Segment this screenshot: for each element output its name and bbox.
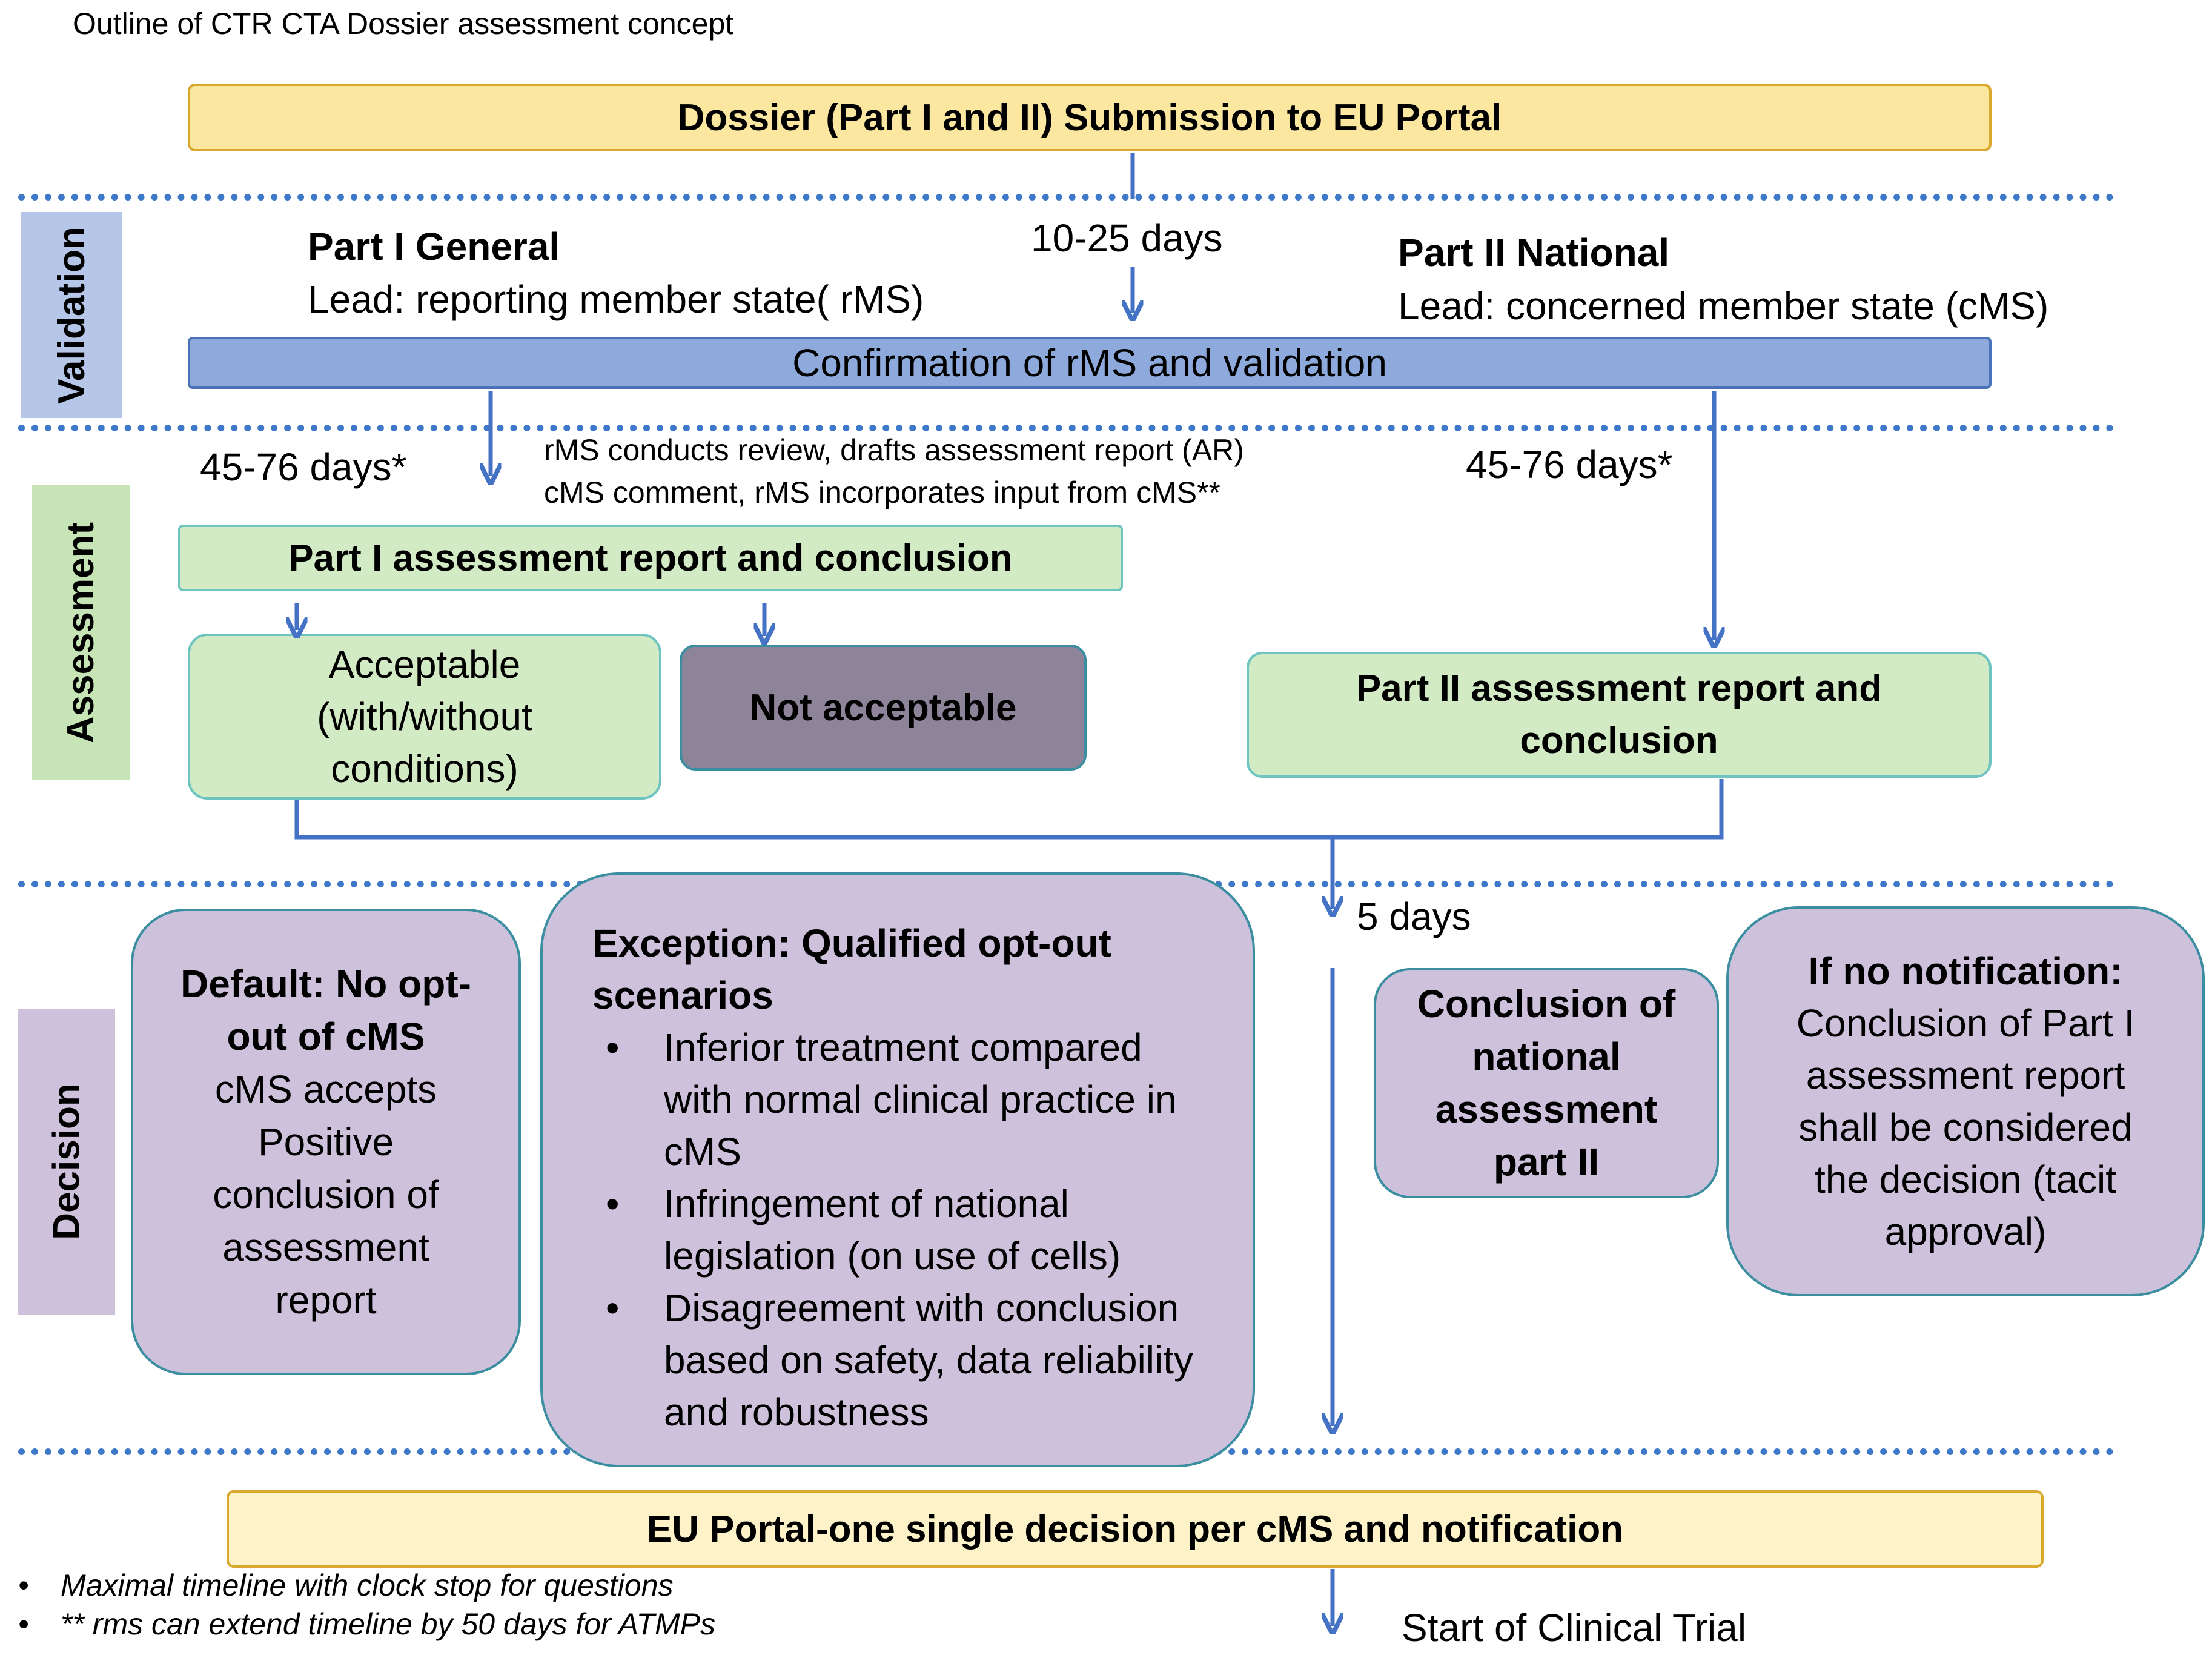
separator-validation-assessment [18, 425, 2114, 431]
footnote-text: Maximal timeline with clock stop for que… [61, 1568, 674, 1602]
part2-heading: Part II National [1398, 231, 1670, 274]
phase-band-decision: Decision [18, 1009, 115, 1315]
acceptable-box: Acceptable (with/without conditions) [188, 634, 661, 800]
part1-report-box: Part I assessment report and conclusion [178, 525, 1123, 591]
no-notification-heading: If no notification: [1808, 949, 2123, 993]
part2-report-label: Part II assessment report and conclusion [1356, 668, 1883, 761]
national-conclusion-box: Conclusion of national assessment part I… [1374, 968, 1719, 1198]
diagram-title: Outline of CTR CTA Dossier assessment co… [73, 7, 734, 41]
confirmation-label: Confirmation of rMS and validation [792, 341, 1387, 385]
not-acceptable-label: Not acceptable [749, 686, 1017, 729]
connector-merge [294, 779, 1724, 840]
part1-heading: Part I General [308, 225, 560, 268]
footnote-1: • Maximal timeline with clock stop for qu… [18, 1568, 674, 1603]
part2-report-box: Part II assessment report and conclusion [1247, 652, 1992, 778]
exception-box: Exception: Qualified opt-out scenarios I… [540, 872, 1255, 1467]
left-assessment-timeline: 45-76 days* [200, 445, 407, 489]
no-notification-box: If no notification: Conclusion of Part I… [1726, 906, 2205, 1296]
footnote-bullet-icon: • [18, 1607, 29, 1641]
national-conclusion-label: Conclusion of national assessment part I… [1417, 982, 1676, 1184]
part1-lead: Lead: reporting member state( rMS) [308, 277, 924, 321]
decision-timeline: 5 days [1357, 895, 1471, 938]
phase-band-validation: Validation [21, 212, 122, 418]
right-assessment-timeline: 45-76 days* [1466, 443, 1673, 486]
default-body: cMS accepts Positive conclusion of asses… [213, 1067, 439, 1322]
exception-item: Infringement of national legislation (on… [592, 1178, 1216, 1282]
part2-lead: Lead: concerned member state (cMS) [1398, 284, 2049, 328]
default-box: Default: No opt-out of cMS cMS accepts P… [131, 909, 521, 1375]
exception-heading: Exception: Qualified opt-out scenarios [592, 921, 1111, 1017]
review-line-2: cMS comment, rMS incorporates input from… [544, 476, 1220, 509]
final-decision-label: EU Portal-one single decision per cMS an… [646, 1508, 1624, 1550]
validation-timeline: 10-25 days [1031, 216, 1223, 260]
review-line-1: rMS conducts review, drafts assessment r… [544, 433, 1244, 467]
part1-report-label: Part I assessment report and conclusion [288, 537, 1013, 579]
separator-submission-validation [18, 194, 2114, 201]
default-heading: Default: No opt-out of cMS [180, 961, 471, 1058]
submission-box: Dossier (Part I and II) Submission to EU… [188, 84, 1992, 151]
footnote-bullet-icon: • [18, 1568, 29, 1602]
submission-label: Dossier (Part I and II) Submission to EU… [677, 96, 1502, 139]
not-acceptable-box: Not acceptable [680, 645, 1087, 771]
footnote-text: ** rms can extend timeline by 50 days fo… [61, 1607, 715, 1641]
confirmation-box: Confirmation of rMS and validation [188, 337, 1992, 389]
start-label: Start of Clinical Trial [1402, 1606, 1747, 1650]
exception-item: Inferior treatment compared with normal … [592, 1021, 1216, 1178]
acceptable-label: Acceptable (with/without conditions) [317, 643, 532, 791]
exception-list: Inferior treatment compared with normal … [592, 1021, 1216, 1438]
footnote-2: • ** rms can extend timeline by 50 days f… [18, 1607, 715, 1642]
final-decision-box: EU Portal-one single decision per cMS an… [227, 1490, 2044, 1568]
exception-item: Disagreement with conclusion based on sa… [592, 1282, 1216, 1438]
phase-band-assessment: Assessment [32, 485, 130, 780]
no-notification-body: Conclusion of Part I assessment report s… [1796, 1001, 2135, 1253]
